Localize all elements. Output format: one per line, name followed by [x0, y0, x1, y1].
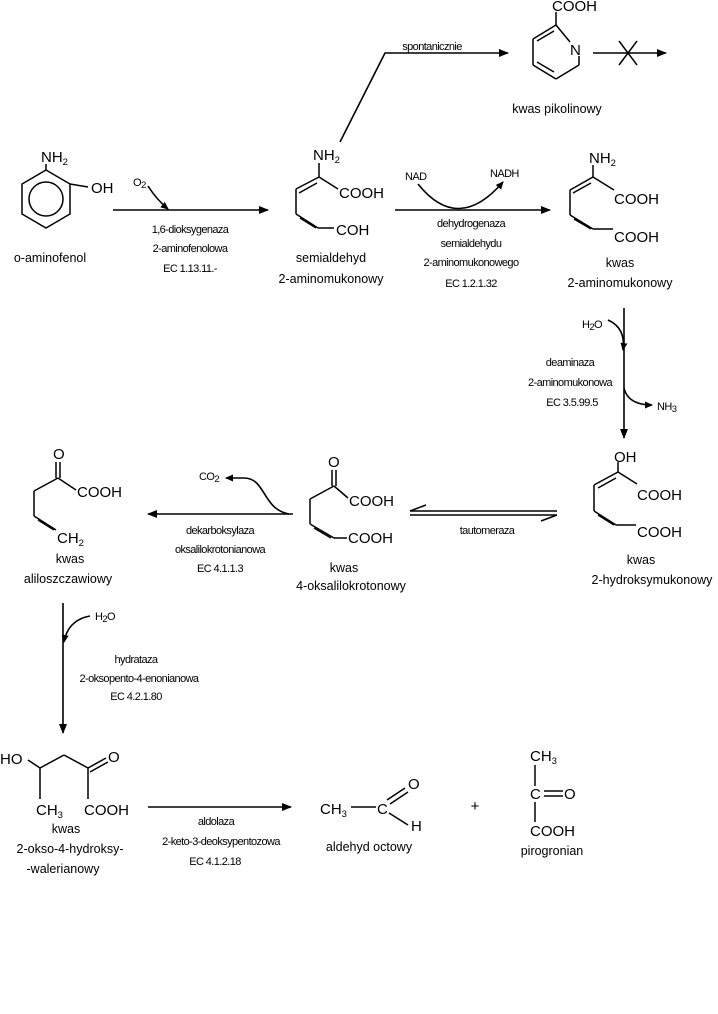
methyl-group-label: CH3 [530, 748, 557, 767]
carboxyl-group-label: COOH [552, 0, 597, 15]
aldehyde-group-label: COH [336, 222, 369, 239]
reaction-decarboxylase: CO2 dekarboksylaza oksalilokrotonianowa … [147, 471, 293, 575]
ec-number: EC 4.1.1.3 [197, 563, 243, 575]
compound-name-line2: 2-hydroksymukonowy [592, 573, 714, 587]
carboxyl-group-label-1: COOH [614, 191, 659, 208]
enzyme-name-line2: oksalilokrotonianowa [175, 544, 267, 556]
aromatic-circle [28, 181, 64, 217]
carbonyl-oxygen-label: O [408, 776, 420, 793]
spontaneous-label: spontanicznie [402, 41, 462, 53]
oxalylcrotonic-acid-structure: O COOH COOH kwas 4-oksalilokrotonowy [296, 454, 407, 593]
acetaldehyde-structure: CH3 C O H aldehyd octowy [320, 776, 422, 854]
compound-name-line1: kwas [606, 256, 634, 270]
plus-sign: + [471, 798, 480, 815]
compound-name-line3: -walerianowy [27, 862, 101, 876]
compound-name-acetaldehyde: aldehyd octowy [326, 840, 413, 854]
compound-name-line2: 2-aminomukonowy [568, 276, 674, 290]
nitrogen-atom: N [570, 42, 581, 59]
enzyme-name-line2: semialdehydu [441, 238, 502, 250]
enzyme-name-line2: 2-aminofenolowa [153, 243, 229, 255]
carbonyl-carbon-label: C [530, 786, 541, 803]
aldehyde-hydrogen-label: H [411, 818, 422, 835]
methyl-group-label: CH3 [36, 802, 63, 821]
ketone-oxygen-label: O [53, 446, 65, 463]
carboxyl-group-label-2: COOH [637, 524, 682, 541]
compound-name-line1: kwas [330, 561, 358, 575]
enzyme-name-line1: aldolaza [198, 816, 236, 828]
compound-name-line2: 2-aminomukonowy [279, 272, 385, 286]
carboxyl-group-label-2: COOH [614, 229, 659, 246]
nad-cofactor: NAD [405, 171, 427, 183]
carboxyl-group-label-1: COOH [637, 487, 682, 504]
compound-name-pyruvate: pirogronian [521, 844, 584, 858]
reaction-dehydrogenase: NAD NADH dehydrogenaza semialdehydu 2-am… [395, 168, 551, 290]
compound-name-line1: kwas [627, 553, 655, 567]
carbonyl-oxygen-label: O [564, 786, 576, 803]
compound-name-aminophenol: o-aminofenol [14, 251, 86, 265]
ec-number: EC 1.13.11.- [163, 263, 218, 275]
enzyme-name-line2: 2-keto-3-deoksypentozowa [162, 836, 281, 848]
hydroxyl-group-label: HO [0, 751, 23, 768]
enzyme-name-line3: 2-aminomukonowego [424, 257, 519, 269]
carbonyl-carbon-label: C [377, 801, 388, 818]
compound-name-line2: 4-oksalilokrotonowy [296, 579, 407, 593]
hydroxymuconic-acid-structure: OH COOH COOH kwas 2-hydroksymukonowy [592, 449, 714, 587]
enzyme-name-line2: 2-aminomukonowa [528, 377, 613, 389]
reaction-hydratase: H2O hydrataza 2-oksopento-4-enonianowa E… [59, 603, 201, 734]
carboxyl-group-label: COOH [339, 185, 384, 202]
compound-name-line2: aliloszczawiowy [24, 572, 113, 586]
tautomerase-label: tautomeraza [460, 525, 516, 537]
carboxyl-group-label: COOH [530, 823, 575, 840]
water-cofactor: H2O [582, 319, 603, 333]
picolinic-acid-structure: COOH N kwas pikolinowy [512, 0, 667, 116]
carboxyl-group-label: COOH [84, 802, 129, 819]
enzyme-name-line1: 1,6-dioksygenaza [152, 224, 230, 236]
reaction-dioxygenase: O2 1,6-dioksygenaza 2-aminofenolowa EC 1… [113, 177, 269, 275]
compound-name-picolinic: kwas pikolinowy [512, 102, 602, 116]
ketone-oxygen-label: O [108, 749, 120, 766]
carboxyl-group-label: COOH [77, 484, 122, 501]
semialdehyde-structure: NH2 COOH COH semialdehyd 2-aminomukonowy [279, 147, 385, 286]
methyl-group-label: CH3 [320, 801, 347, 820]
amino-group-label: NH2 [313, 147, 340, 166]
ec-number: EC 3.5.99.5 [546, 397, 598, 409]
carboxyl-group-label-1: COOH [349, 493, 394, 510]
enzyme-name-line1: deaminaza [546, 357, 596, 369]
hydroxyl-group-label: OH [614, 449, 637, 466]
reaction-aldolase: aldolaza 2-keto-3-deoksypentozowa EC 4.1… [148, 803, 292, 868]
compound-name-line1: semialdehyd [296, 251, 366, 265]
aminomuconic-acid-structure: NH2 COOH COOH kwas 2-aminomukonowy [568, 150, 674, 290]
amino-group-label: NH2 [41, 149, 68, 168]
compound-name-line2: 2-okso-4-hydroksy- [17, 842, 124, 856]
water-cofactor: H2O [95, 611, 116, 625]
ammonia-product: NH3 [657, 401, 677, 415]
ec-number: EC 4.1.2.18 [189, 856, 241, 868]
enzyme-name-line1: hydrataza [115, 654, 159, 666]
nadh-cofactor: NADH [490, 168, 519, 180]
methylene-label: CH2 [57, 530, 84, 549]
pyruvate-structure: CH3 C O COOH pirogronian [521, 748, 584, 858]
hydroxyl-group-label: OH [91, 180, 114, 197]
enzyme-name-line1: dehydrogenaza [437, 218, 507, 230]
reaction-deaminase: H2O deaminaza 2-aminomukonowa EC 3.5.99.… [528, 308, 677, 439]
oxygen-cofactor: O2 [133, 177, 146, 191]
amino-group-label: NH2 [589, 150, 616, 169]
ec-number: EC 1.2.1.32 [445, 278, 497, 290]
o-aminophenol-structure: NH2 OH o-aminofenol [14, 149, 114, 265]
allyloxalic-acid-structure: O COOH CH2 kwas aliloszczawiowy [24, 446, 122, 586]
ketone-oxygen-label: O [328, 454, 340, 471]
reaction-spontaneous: spontanicznie [339, 41, 509, 143]
co2-product: CO2 [199, 471, 219, 485]
ec-number: EC 4.2.1.80 [110, 691, 162, 703]
reaction-tautomerase: tautomeraza [409, 504, 558, 537]
compound-name-line1: kwas [56, 552, 84, 566]
enzyme-name-line2: 2-oksopento-4-enonianowa [80, 673, 200, 685]
carboxyl-group-label-2: COOH [348, 530, 393, 547]
enzyme-name-line1: dekarboksylaza [186, 525, 256, 537]
oxohydroxyvaleric-acid-structure: HO O CH3 COOH kwas 2-okso-4-hydroksy- -w… [0, 749, 129, 876]
compound-name-line1: kwas [52, 822, 80, 836]
